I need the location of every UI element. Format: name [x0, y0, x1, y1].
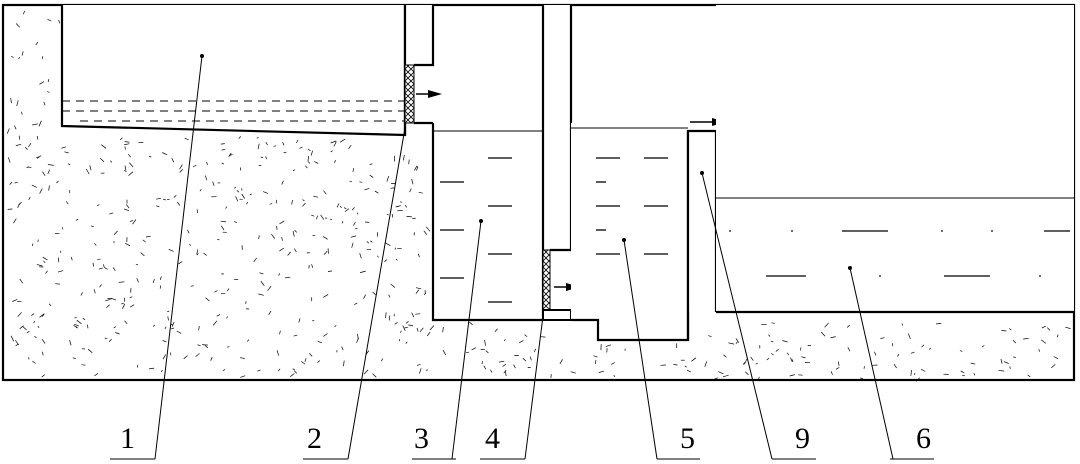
basin-3 — [431, 123, 543, 322]
label-3: 3 — [414, 422, 429, 455]
tank-1 — [60, 5, 407, 137]
label-9: 9 — [795, 422, 810, 455]
tank-6 — [716, 5, 1074, 314]
leader-lines — [110, 55, 934, 460]
filter-2 — [404, 64, 415, 124]
baffle-with-filter-4 — [541, 5, 580, 321]
soil-texture — [6, 10, 1071, 382]
basin-5 — [571, 123, 690, 342]
label-4: 4 — [485, 422, 500, 455]
label-5: 5 — [680, 422, 695, 455]
filter-4-base — [542, 309, 572, 321]
filter-4 — [542, 249, 551, 311]
label-2: 2 — [307, 422, 322, 455]
label-1: 1 — [120, 422, 135, 455]
filter-wall-2 — [403, 5, 442, 135]
flow-arrow-right — [428, 90, 442, 98]
label-6: 6 — [916, 422, 931, 455]
